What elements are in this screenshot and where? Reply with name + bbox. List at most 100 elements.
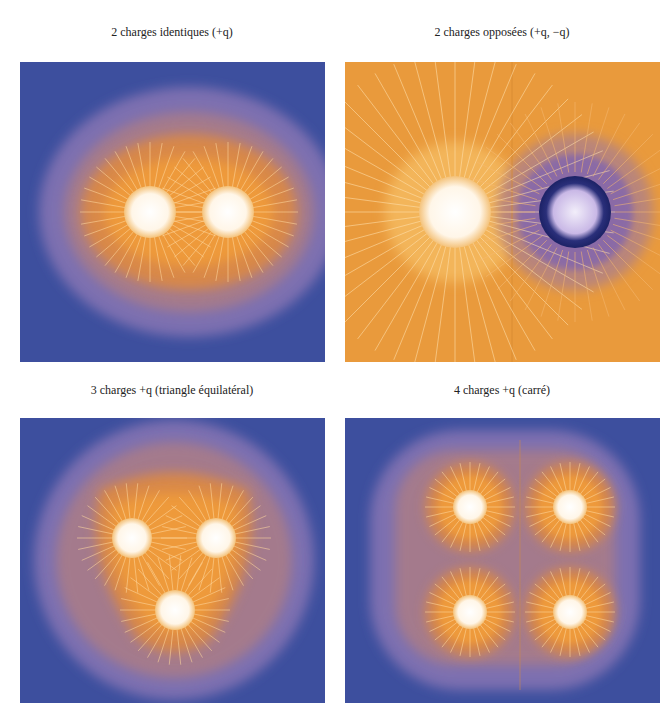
field-line: [542, 520, 560, 543]
field-line: [525, 114, 557, 176]
panel-two-identical: [20, 62, 325, 362]
field-line: [166, 516, 200, 531]
field-line: [470, 628, 471, 657]
field-line: [486, 147, 543, 188]
field-line: [158, 146, 174, 189]
field-line: [434, 62, 450, 178]
field-line: [486, 507, 515, 508]
field-line: [246, 167, 281, 197]
field-line: [483, 479, 506, 497]
field-line: [484, 514, 510, 527]
field-line: [232, 545, 266, 560]
field-line: [486, 236, 543, 277]
field-line: [222, 555, 233, 590]
field-line: [218, 556, 222, 593]
field-line: [193, 151, 216, 191]
field-line: [477, 230, 539, 262]
field-line: [550, 626, 563, 652]
field-line: [584, 619, 610, 632]
field-line: [529, 592, 555, 605]
field-line: [480, 520, 498, 543]
field-line: [131, 621, 161, 643]
field-line: [150, 142, 151, 188]
field-line: [435, 584, 458, 602]
field-line: [375, 73, 438, 182]
field-line: [474, 523, 480, 551]
field-line: [89, 224, 129, 247]
field-line: [345, 132, 426, 195]
field-line: [584, 514, 610, 527]
field-line: [435, 479, 458, 497]
field-line: [84, 188, 127, 204]
field-line: [345, 236, 431, 325]
field-line: [484, 619, 510, 632]
field-line: [541, 250, 563, 317]
field-line: [177, 555, 181, 592]
field-line: [486, 602, 514, 608]
field-line: [134, 556, 138, 593]
field-line: [414, 62, 447, 179]
field-line: [581, 103, 592, 172]
field-line: [577, 571, 590, 597]
field-line: [234, 538, 271, 539]
field-line: [228, 236, 229, 282]
field-line: [425, 612, 454, 613]
field-line: [472, 73, 535, 182]
field-line: [174, 227, 209, 257]
field-line: [535, 479, 558, 497]
field-line: [243, 230, 273, 265]
field-line: [115, 555, 126, 590]
field-line: [78, 542, 114, 550]
field-line: [541, 107, 563, 174]
field-line: [611, 230, 660, 262]
field-line: [414, 245, 447, 362]
field-line: [96, 227, 131, 257]
field-line: [459, 246, 475, 362]
field-line: [583, 622, 606, 640]
field-line: [426, 511, 454, 517]
field-line: [486, 497, 514, 503]
field-line: [479, 99, 568, 188]
field-line: [615, 212, 660, 213]
field-line: [240, 233, 263, 273]
field-line: [189, 490, 208, 522]
field-line: [249, 177, 289, 200]
field-line: [574, 523, 580, 551]
field-line: [105, 490, 124, 522]
field-line: [183, 158, 213, 193]
field-line: [435, 517, 458, 535]
field-line: [125, 588, 159, 603]
field-line: [252, 200, 297, 208]
field-line: [429, 487, 455, 500]
field-line: [570, 567, 571, 596]
field-line: [345, 212, 421, 213]
field-line: [474, 628, 480, 656]
field-line: [191, 617, 225, 632]
field-line: [426, 616, 454, 622]
field-line: [479, 236, 568, 325]
field-line: [587, 107, 609, 174]
field-line: [580, 577, 598, 600]
field-line: [560, 463, 566, 491]
field-line: [154, 236, 162, 281]
field-line: [231, 506, 261, 528]
field-line: [470, 523, 471, 552]
field-line: [529, 487, 555, 500]
field-line: [81, 216, 126, 224]
field-line: [150, 236, 151, 282]
field-line: [460, 568, 466, 596]
field-line: [586, 602, 614, 608]
field-line: [480, 625, 498, 648]
field-line: [583, 479, 606, 497]
field-line: [615, 195, 660, 206]
field-line: [204, 235, 220, 278]
field-line: [148, 545, 182, 560]
field-line: [464, 62, 497, 179]
field-line: [138, 555, 149, 590]
field-line: [158, 558, 169, 593]
field-line: [228, 142, 229, 188]
field-line: [225, 554, 244, 586]
field-line: [599, 123, 640, 180]
field-line: [570, 523, 571, 552]
